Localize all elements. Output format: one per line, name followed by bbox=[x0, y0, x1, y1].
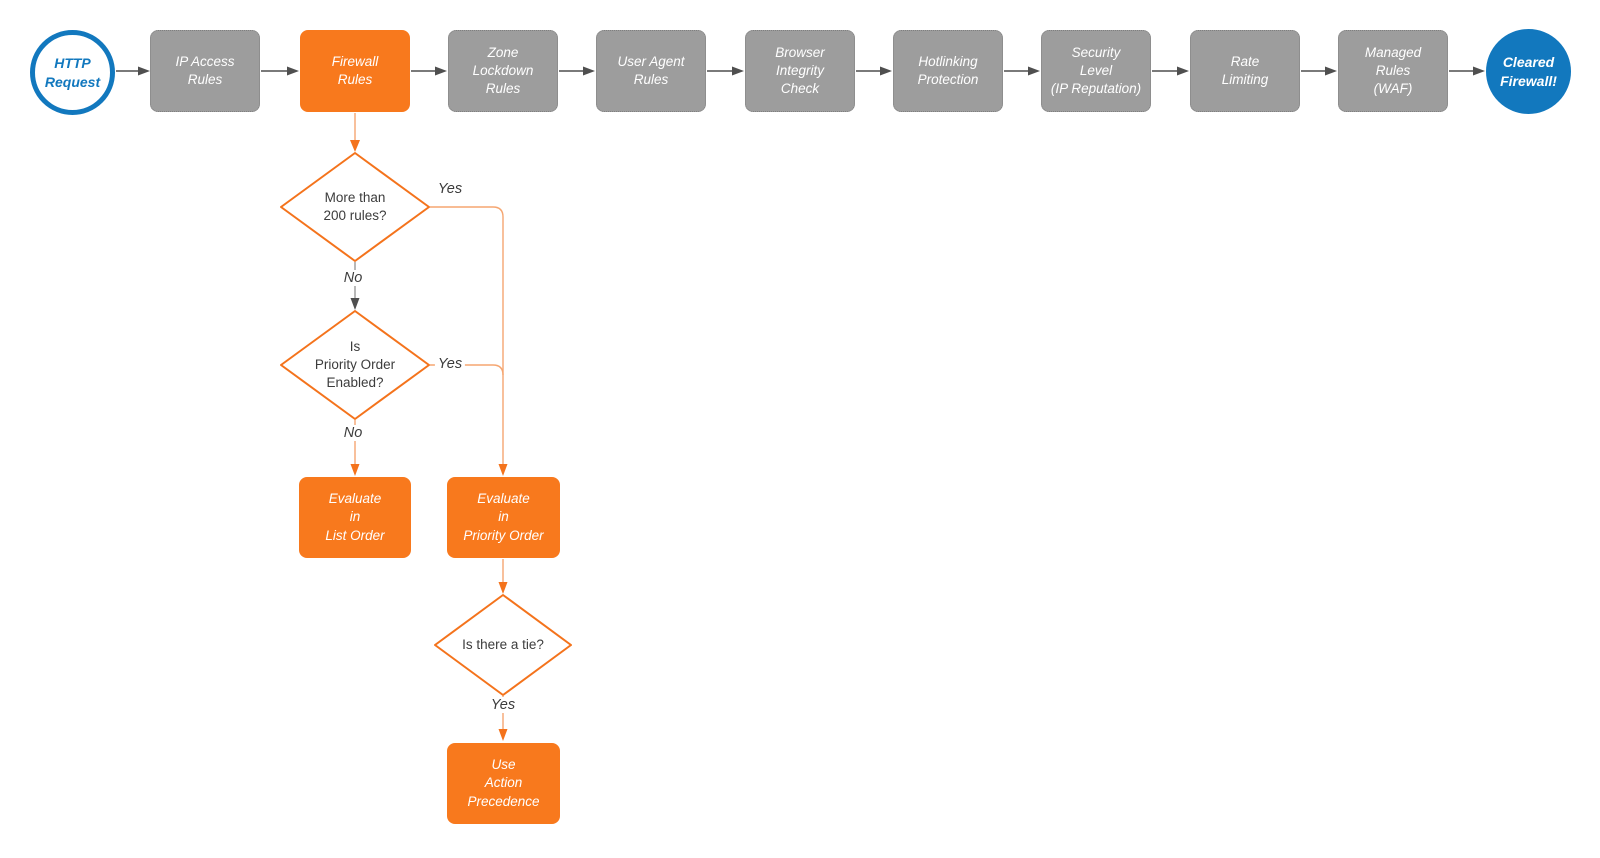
decision1-diamond bbox=[280, 152, 430, 262]
edge-label-decision2-no: No bbox=[340, 425, 366, 441]
decision3-question: Is there a tie? bbox=[439, 610, 567, 680]
arrow-hotlinking-to-security-level bbox=[1004, 66, 1040, 76]
node-ip-access-rules-label: IP Access Rules bbox=[175, 54, 235, 87]
node-browser-integrity-check-label: Browser Integrity Check bbox=[775, 45, 825, 96]
node-cleared-firewall: Cleared Firewall! bbox=[1486, 29, 1571, 114]
node-http-request-label: HTTP Request bbox=[44, 55, 101, 90]
node-user-agent-rules-label: User Agent Rules bbox=[617, 54, 685, 87]
node-security-level-label: Security Level (IP Reputation) bbox=[1050, 45, 1142, 96]
node-zone-lockdown-rules: Zone Lockdown Rules bbox=[448, 30, 558, 112]
decision3-question-text: Is there a tie? bbox=[462, 636, 544, 652]
arrow-decision2-yes-to-priority-order bbox=[430, 364, 504, 376]
decision2-diamond bbox=[280, 310, 430, 420]
arrow-start-to-ip-access bbox=[116, 66, 150, 76]
edge-label-decision2-yes: Yes bbox=[434, 356, 466, 372]
node-evaluate-priority-order: Evaluate in Priority Order bbox=[447, 477, 560, 558]
node-evaluate-list-order: Evaluate in List Order bbox=[299, 477, 411, 558]
node-browser-integrity-check: Browser Integrity Check bbox=[745, 30, 855, 112]
edge-label-decision1-yes: Yes bbox=[434, 181, 466, 197]
arrow-ip-access-to-firewall bbox=[261, 66, 299, 76]
arrow-browser-integrity-to-hotlinking bbox=[856, 66, 892, 76]
node-evaluate-priority-order-label: Evaluate in Priority Order bbox=[463, 490, 544, 543]
node-ip-access-rules: IP Access Rules bbox=[150, 30, 260, 112]
arrow-rate-limiting-to-managed-rules bbox=[1301, 66, 1337, 76]
node-evaluate-list-order-label: Evaluate in List Order bbox=[325, 490, 385, 543]
arrow-decision1-yes-to-priority-order bbox=[430, 206, 508, 476]
node-rate-limiting: Rate Limiting bbox=[1190, 30, 1300, 112]
arrow-user-agent-to-browser-integrity bbox=[707, 66, 744, 76]
node-use-action-precedence-label: Use Action Precedence bbox=[467, 756, 540, 809]
node-hotlinking-protection-label: Hotlinking Protection bbox=[917, 54, 979, 87]
decision3-diamond bbox=[434, 594, 572, 696]
arrow-firewall-to-decision1 bbox=[350, 113, 360, 152]
node-zone-lockdown-rules-label: Zone Lockdown Rules bbox=[472, 45, 534, 96]
edge-label-decision1-no: No bbox=[340, 270, 366, 286]
node-user-agent-rules: User Agent Rules bbox=[596, 30, 706, 112]
decision1-question: More than 200 rules? bbox=[291, 172, 419, 242]
node-firewall-rules-label: Firewall Rules bbox=[331, 54, 379, 87]
arrow-zone-lockdown-to-user-agent bbox=[559, 66, 595, 76]
node-cleared-firewall-label: Cleared Firewall! bbox=[1500, 54, 1557, 89]
node-rate-limiting-label: Rate Limiting bbox=[1221, 54, 1269, 87]
arrow-firewall-to-zone-lockdown bbox=[411, 66, 447, 76]
node-use-action-precedence: Use Action Precedence bbox=[447, 743, 560, 824]
decision2-question-text: Is Priority Order Enabled? bbox=[314, 338, 396, 391]
node-hotlinking-protection: Hotlinking Protection bbox=[893, 30, 1003, 112]
node-http-request: HTTP Request bbox=[30, 30, 115, 115]
decision1-question-text: More than 200 rules? bbox=[323, 189, 387, 223]
edge-label-decision3-yes: Yes bbox=[487, 697, 519, 713]
decision2-question: Is Priority Order Enabled? bbox=[291, 330, 419, 400]
arrow-priority-order-to-decision3 bbox=[498, 559, 508, 594]
node-security-level: Security Level (IP Reputation) bbox=[1041, 30, 1151, 112]
node-managed-rules-waf: Managed Rules (WAF) bbox=[1338, 30, 1448, 112]
node-managed-rules-waf-label: Managed Rules (WAF) bbox=[1364, 45, 1422, 96]
arrow-managed-rules-to-end bbox=[1449, 66, 1485, 76]
node-firewall-rules: Firewall Rules bbox=[300, 30, 410, 112]
arrow-security-level-to-rate-limiting bbox=[1152, 66, 1189, 76]
